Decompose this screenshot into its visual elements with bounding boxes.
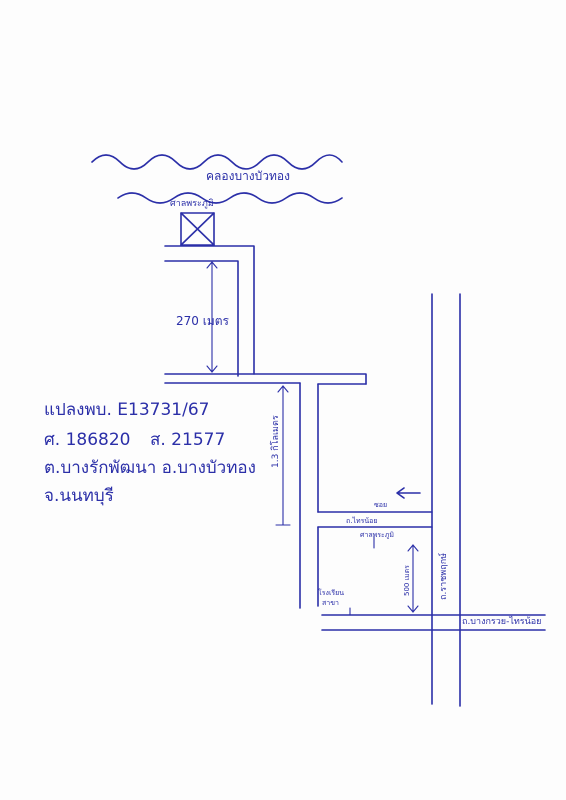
distance-13km-label: 1.3 กิโลเมตร — [271, 415, 281, 468]
shrine-x — [180, 212, 215, 246]
dim-13km-arrows — [275, 385, 291, 526]
landmark-1-label: ศาลพระภูมิ — [360, 531, 395, 539]
road-bottom-label: ถ.บางกรวย-ไทรน้อย — [462, 617, 542, 627]
road-vertical-label: ถ.ราชพฤกษ์ — [439, 552, 449, 600]
landmark-2-label: โรงเรียน — [318, 589, 344, 597]
distance-270-label: 270 เมตร — [176, 314, 229, 328]
canal-wave-top — [91, 154, 343, 170]
upper-road-inner — [164, 260, 239, 377]
dim-500-arrows — [407, 544, 419, 613]
shrine-label: ศาลพระภูมิ — [170, 199, 214, 209]
note-line-2-left: ศ. 186820 — [44, 430, 131, 450]
upper-road-outer — [164, 245, 255, 375]
landmark-3-label: สาขา — [322, 599, 339, 607]
dim-270-arrows — [206, 261, 218, 373]
note-line-4: จ.นนทบุรี — [44, 486, 114, 506]
shrine-box — [180, 212, 215, 246]
mid-road-top — [164, 373, 367, 385]
canal-wave-bottom — [117, 192, 343, 204]
canal-label: คลองบางบัวทอง — [206, 169, 290, 183]
soi-label: ซอย — [374, 501, 388, 509]
note-line-1: แปลงพบ. E13731/67 — [44, 400, 210, 420]
direction-arrow — [396, 487, 421, 499]
note-line-3: ต.บางรักพัฒนา อ.บางบัวทอง — [44, 458, 256, 478]
distance-500-label: 500 เมตร — [403, 565, 411, 596]
road-2-label: ถ.ไทรน้อย — [346, 517, 378, 525]
note-line-2-right: ส. 21577 — [150, 430, 226, 450]
